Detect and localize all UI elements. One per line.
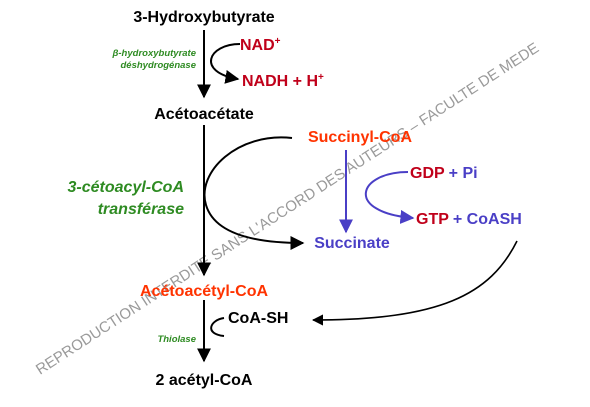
node-acetoacetyl-coa: Acétoacétyl-CoA: [140, 283, 268, 300]
enzyme-transferase-line2: transférase: [98, 201, 184, 218]
enzyme-transferase-line1: 3-cétoacyl-CoA: [68, 179, 184, 196]
gdp-gtp-arrow: [364, 171, 415, 224]
enzyme-dehydrogenase-line2: déshydrogénase: [121, 60, 197, 71]
coash-return-arrow: [311, 240, 518, 326]
cofactor-gtp-coash: GTP+ CoASH: [416, 211, 522, 228]
node-coa-sh: CoA-SH: [228, 310, 288, 327]
enzyme-thiolase: Thiolase: [157, 334, 196, 345]
cofactor-nadh: NADH + H+: [242, 72, 324, 90]
nad-cofactor-arrow: [210, 43, 241, 84]
node-2-acetyl-coa: 2 acétyl-CoA: [156, 372, 253, 389]
cofactor-gdp-pi: GDP+ Pi: [410, 165, 478, 182]
node-3-hydroxybutyrate: 3-Hydroxybutyrate: [133, 9, 274, 26]
cofactor-nad: NAD+: [240, 36, 281, 54]
transferase-curve-arrow: [203, 136, 305, 250]
thiolase-cofactor-arrow: [210, 317, 225, 337]
node-succinate: Succinate: [314, 235, 390, 252]
node-acetoacetate: Acétoacétate: [154, 106, 254, 123]
node-succinyl-coa: Succinyl-CoA: [308, 129, 412, 146]
enzyme-dehydrogenase-line1: β-hydroxybutyrate: [112, 48, 197, 59]
